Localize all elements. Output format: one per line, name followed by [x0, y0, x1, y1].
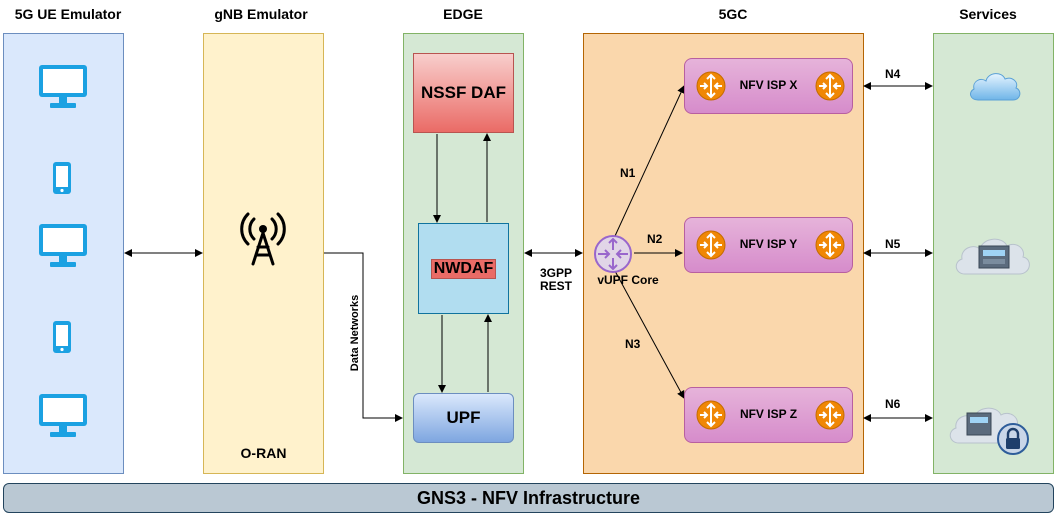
- n3-link: [614, 270, 685, 399]
- nfv-isp-y-box: NFV ISP Y: [684, 217, 853, 273]
- nssf-daf-box: NSSF DAF: [413, 53, 514, 133]
- nssf-daf-label: NSSF DAF: [421, 83, 506, 102]
- n5-label: N5: [885, 237, 901, 251]
- phone-icon: [53, 162, 71, 194]
- cloud-icon: [970, 73, 1021, 101]
- router-icon: [696, 71, 726, 101]
- 3gpp-label: 3GPP: [539, 266, 572, 280]
- nfv-isp-z-label: NFV ISP Z: [739, 407, 798, 421]
- antenna-icon: [240, 212, 286, 266]
- upf-label: UPF: [446, 408, 481, 427]
- n2-label: N2: [647, 232, 663, 246]
- nfv-isp-x-label: NFV ISP X: [739, 78, 798, 92]
- edge-title: EDGE: [443, 6, 483, 22]
- core-title: 5GC: [718, 6, 748, 22]
- n6-label: N6: [885, 397, 901, 411]
- monitor-icon: [39, 224, 87, 267]
- infrastructure-footer: GNS3 - NFV Infrastructure: [3, 483, 1054, 513]
- n4-label: N4: [885, 67, 901, 81]
- gnb-emulator-title: gNB Emulator: [214, 6, 308, 22]
- ue-emulator-title: 5G UE Emulator: [14, 6, 122, 22]
- nfv-isp-z-box: NFV ISP Z: [684, 387, 853, 443]
- nwdaf-label: NWDAF: [430, 258, 497, 279]
- rest-label: REST: [539, 279, 572, 293]
- monitor-icon: [39, 394, 87, 437]
- monitor-icon: [39, 65, 87, 108]
- nfv-isp-y-label: NFV ISP Y: [739, 237, 798, 251]
- router-icon: [815, 400, 845, 430]
- router-icon: [815, 230, 845, 260]
- infrastructure-footer-label: GNS3 - NFV Infrastructure: [416, 487, 641, 508]
- n1-link: [614, 85, 685, 237]
- nfv-isp-x-box: NFV ISP X: [684, 58, 853, 114]
- server-cloud-icon: [955, 238, 1030, 275]
- services-title: Services: [959, 6, 1017, 22]
- data-networks-label: Data Networks: [349, 294, 361, 372]
- router-icon: [696, 230, 726, 260]
- data-networks-link: [324, 252, 403, 422]
- phone-icon: [53, 321, 71, 353]
- router-icon: [815, 71, 845, 101]
- n3-label: N3: [625, 337, 641, 351]
- vupf-router-icon: [594, 235, 632, 273]
- lock-icon: [997, 423, 1029, 455]
- router-icon: [696, 400, 726, 430]
- vupf-core-label: vUPF Core: [597, 273, 659, 287]
- upf-box: UPF: [413, 393, 514, 443]
- oran-label: O-RAN: [240, 445, 287, 461]
- n1-label: N1: [620, 166, 636, 180]
- nwdaf-box: NWDAF: [418, 223, 509, 314]
